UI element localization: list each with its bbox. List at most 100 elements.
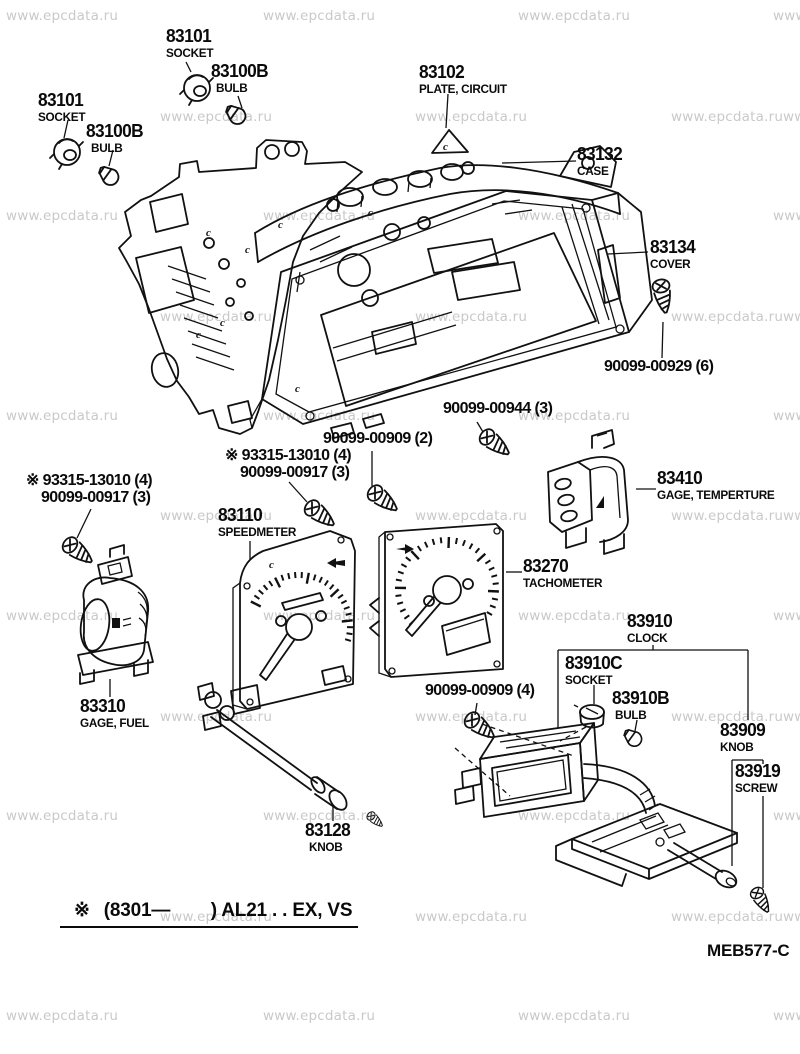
watermark: www.epcdata.ru [263, 808, 376, 824]
label-clock-socket: 83910C SOCKET [565, 654, 624, 686]
watermark: www.epcdata.ru [773, 208, 800, 224]
part-name: SCREW [735, 780, 778, 795]
part-number: 83270 [523, 556, 569, 576]
part-name: BULB [216, 80, 248, 95]
part-number: ※ 93315-13010 (4) [26, 472, 153, 489]
label-trip-knob: 83128 KNOB [305, 821, 352, 853]
watermark: www.epcdata.ru [160, 909, 273, 925]
part-number: 83128 [305, 820, 351, 840]
part-number: 83134 [650, 237, 696, 257]
svg-text:c: c [278, 219, 283, 231]
watermark: www.epcdata.ru [783, 109, 800, 125]
watermark: www.epcdata.ru [671, 508, 784, 524]
label-speedometer: 83110 SPEEDMETER [218, 506, 298, 538]
watermark: www.epcdata.ru [6, 1008, 119, 1024]
fuel-gauge-drawing [77, 544, 154, 685]
watermark: www.epcdata.ru [773, 608, 800, 624]
part-number: 90099-00917 (3) [41, 488, 151, 506]
watermark: www.epcdata.ru [671, 909, 784, 925]
watermark: www.epcdata.ru [415, 109, 528, 125]
part-name: SOCKET [166, 45, 214, 60]
label-bulb-top: 83100B BULB [211, 62, 270, 94]
watermark: www.epcdata.ru [773, 408, 800, 424]
label-screw-case: 90099-00944 (3) [443, 400, 553, 418]
svg-text:c: c [196, 329, 201, 341]
part-number: 83910B [612, 688, 670, 708]
clock-drawing [454, 704, 738, 889]
label-screw-cover: 90099-00929 (6) [604, 358, 714, 376]
part-number: 83310 [80, 696, 126, 716]
watermark: www.epcdata.ru [415, 309, 528, 325]
label-bulb-left: 83100B BULB [86, 122, 145, 154]
part-number: 90099-00909 (4) [425, 682, 535, 699]
watermark: www.epcdata.ru [160, 508, 273, 524]
svg-text:c: c [295, 383, 300, 395]
part-number: 90099-00909 (2) [323, 430, 433, 447]
watermark: www.epcdata.ru [783, 709, 800, 725]
watermark: www.epcdata.ru [773, 1008, 800, 1024]
part-number: 83910C [565, 653, 623, 673]
part-name: BULB [615, 707, 647, 722]
leader-lines [63, 61, 764, 888]
watermark: www.epcdata.ru [263, 8, 376, 24]
label-screw-909-4: 90099-00909 (4) [425, 682, 535, 700]
watermark: www.epcdata.ru [415, 508, 528, 524]
watermark: www.epcdata.ru [671, 309, 784, 325]
label-circuit-plate: 83102 PLATE, CIRCUIT [419, 63, 509, 95]
label-socket-top: 83101 SOCKET [166, 27, 214, 59]
part-name: CASE [577, 163, 609, 178]
part-name: BULB [91, 140, 123, 155]
part-number: 83919 [735, 761, 781, 781]
reference-marker: ※ [74, 900, 90, 921]
watermark: www.epcdata.ru [518, 8, 631, 24]
part-number: 83910 [627, 611, 673, 631]
watermark: www.epcdata.ru [671, 109, 784, 125]
watermark: www.epcdata.ru [6, 808, 119, 824]
watermark: www.epcdata.ru [783, 508, 800, 524]
watermark: www.epcdata.ru [773, 8, 800, 24]
part-number: 83101 [38, 90, 84, 110]
watermark: www.epcdata.ru [263, 1008, 376, 1024]
part-name: GAGE, FUEL [80, 715, 149, 730]
part-number: 83102 [419, 62, 465, 82]
label-screw-set-right: ※ 93315-13010 (4) 90099-00917 (3) [225, 447, 352, 481]
label-socket-left: 83101 SOCKET [38, 91, 86, 123]
case-drawing: c c c [254, 129, 653, 333]
part-name: KNOB [309, 839, 343, 854]
label-fuel-gauge: 83310 GAGE, FUEL [80, 697, 150, 729]
watermark: www.epcdata.ru [518, 808, 631, 824]
circuit-plate-drawing: c c c c [118, 139, 363, 435]
svg-text:c: c [368, 207, 373, 219]
watermark: www.epcdata.ru [518, 408, 631, 424]
part-name: SOCKET [38, 109, 86, 124]
part-number: 90099-00944 (3) [443, 400, 553, 417]
watermark: www.epcdata.ru [783, 309, 800, 325]
watermark: www.epcdata.ru [671, 709, 784, 725]
part-number: 83410 [657, 468, 703, 488]
speedometer-drawing: c [197, 530, 356, 811]
part-number: 83100B [86, 121, 144, 141]
label-clock-knob: 83909 KNOB [720, 721, 767, 753]
label-clock-bulb: 83910B BULB [612, 689, 671, 721]
part-number: 83100B [211, 61, 269, 81]
watermark: www.epcdata.ru [518, 208, 631, 224]
cover-drawing: c [249, 190, 630, 439]
part-number: 83132 [577, 144, 623, 164]
svg-text:c: c [443, 141, 448, 153]
watermark: www.epcdata.ru [6, 608, 119, 624]
label-case: 83132 CASE [577, 145, 624, 177]
part-number: 90099-00917 (3) [240, 463, 350, 481]
label-cover: 83134 COVER [650, 238, 697, 270]
applicability-footnote: ※(8301— ) AL21 . . EX, VS [60, 899, 359, 928]
part-name: CLOCK [627, 630, 668, 645]
temp-gauge-drawing [547, 429, 629, 555]
part-name: KNOB [720, 739, 754, 754]
part-number: 83101 [166, 26, 212, 46]
diagram-code: MEB577-C [707, 941, 790, 960]
watermark: www.epcdata.ru [783, 909, 800, 925]
watermark: www.epcdata.ru [415, 909, 528, 925]
part-number: 83909 [720, 720, 766, 740]
